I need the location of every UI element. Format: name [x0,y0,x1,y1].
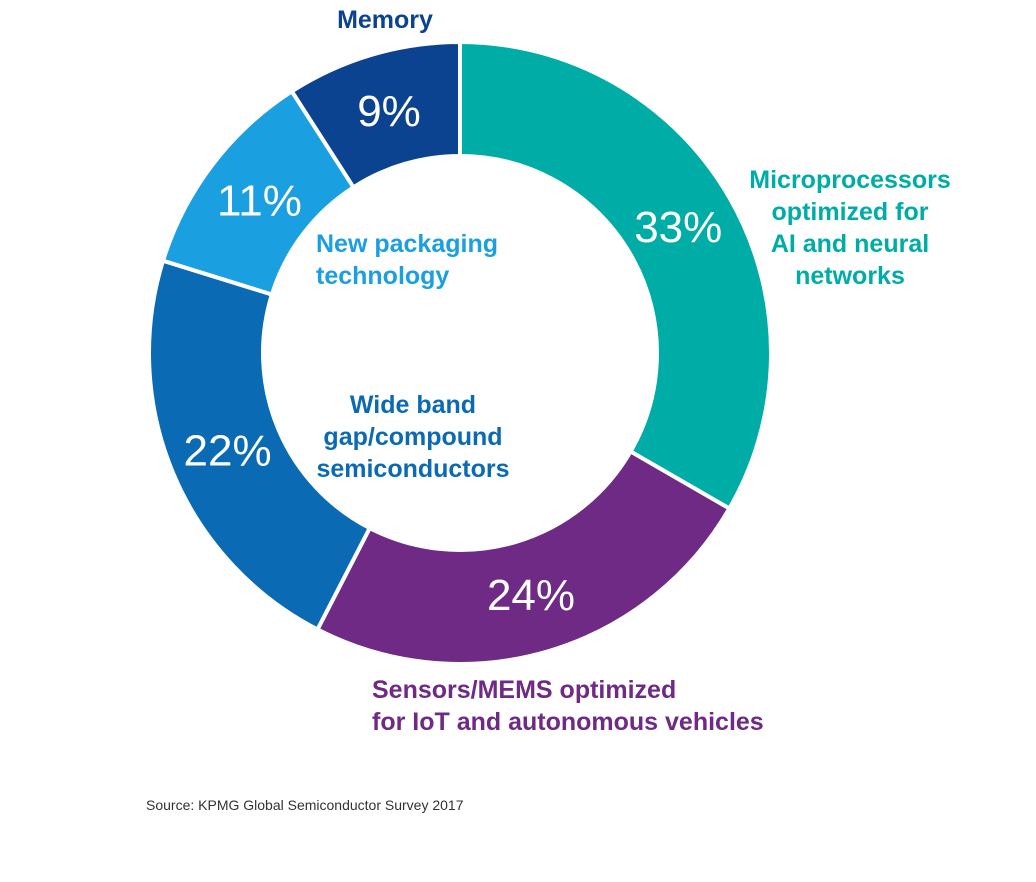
category-label-sensors-mems-optimized-for-iot: Sensors/MEMS optimized for IoT and autono… [372,676,764,736]
category-label-line: networks [795,262,905,290]
slice-wide-band-gap-compound-semicon [147,258,373,633]
category-label-line: New packaging [316,230,498,258]
category-label-line: Sensors/MEMS optimized [372,676,676,704]
value-labels: 33% 24% 22% 11% 9% [184,87,723,620]
category-label-line: technology [316,262,449,290]
category-label-microprocessors-optimized-for-: Microprocessors optimized for AI and neura… [749,166,950,290]
category-label-line: AI and neural [771,230,929,258]
category-label-line: gap/compound [323,423,502,451]
slice-memory [289,39,462,191]
slice-microprocessors-optimized-for- [458,39,773,512]
value-label-9: 9% [357,87,421,136]
donut-chart: 33% 24% 22% 11% 9% Microprocessors optimized … [147,6,951,736]
category-label-new-packaging-technology: New packaging technology [316,230,498,290]
value-label-24: 24% [487,571,575,620]
category-label-line: Memory [337,6,433,34]
donut-slices [147,39,773,666]
category-label-line: Wide band [350,391,476,419]
category-label-line: optimized for [772,198,929,226]
category-label-memory: Memory [337,6,433,34]
source-note: Source: KPMG Global Semiconductor Survey… [146,797,464,813]
value-label-11: 11% [217,176,302,225]
category-label-line: semiconductors [316,455,509,483]
category-labels: Microprocessors optimized for AI and neura… [316,6,951,736]
value-label-33: 33% [634,203,722,252]
category-label-line: Microprocessors [749,166,950,194]
slice-sensors-mems-optimized-for-iot [314,448,733,666]
value-label-22: 22% [184,426,272,475]
category-label-wide-band-gap-compound-semicon: Wide band gap/compound semiconductors [316,391,509,483]
category-label-line: for IoT and autonomous vehicles [372,708,764,736]
